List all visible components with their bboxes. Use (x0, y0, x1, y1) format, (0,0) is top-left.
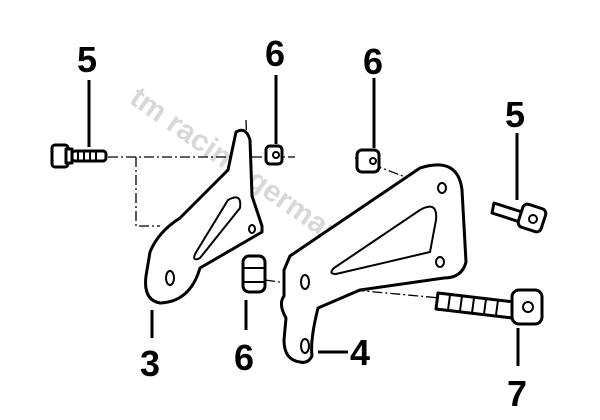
bracket-right (279, 163, 468, 364)
callout-6-top-right: 6 (363, 41, 383, 82)
nut-top-right (355, 148, 381, 174)
callout-6-top-middle: 6 (265, 33, 285, 74)
leader-lines (87, 75, 520, 366)
nut-top-middle (264, 144, 284, 166)
bolt-right-lower (434, 288, 544, 326)
bolt-right-upper (490, 201, 548, 234)
callout-6-bottom: 6 (234, 337, 254, 378)
callout-4: 4 (350, 332, 370, 373)
bolt-left (50, 143, 108, 169)
callout-3: 3 (140, 343, 160, 384)
callout-7: 7 (507, 373, 527, 414)
callout-5-left: 5 (77, 39, 97, 80)
bracket-left (144, 128, 264, 305)
callout-5-right: 5 (505, 94, 525, 135)
nut-bottom-middle (241, 254, 267, 294)
